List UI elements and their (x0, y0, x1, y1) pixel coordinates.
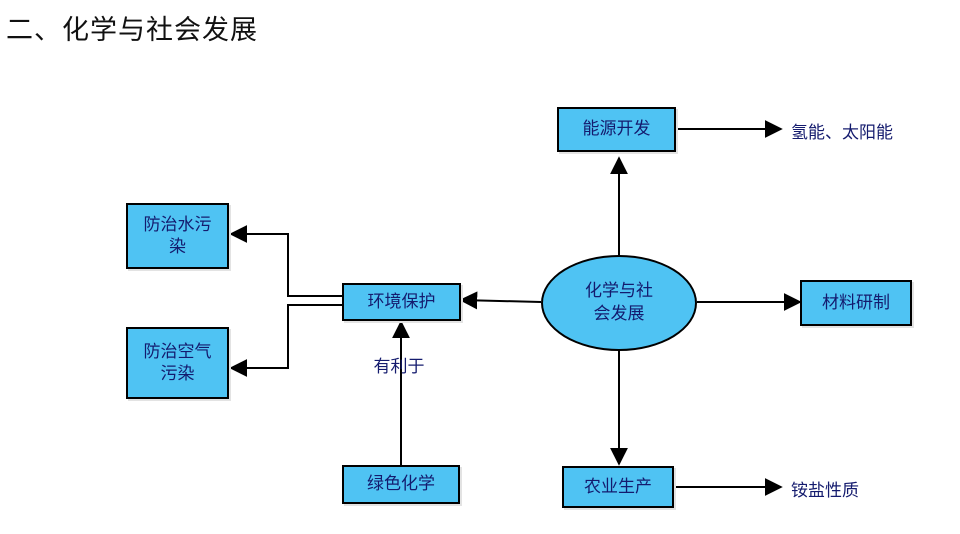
arrow-environment-to-air (229, 304, 342, 377)
edge-label-beneficial: 有利于 (373, 357, 425, 377)
node-agriculture: 农业生产 (562, 466, 674, 508)
label-ammonium-properties: 铵盐性质 (791, 481, 859, 501)
label-hydrogen-solar: 氢能、太阳能 (791, 123, 893, 143)
node-water-pollution-label: 防治水污染 (143, 214, 212, 257)
node-materials-research: 材料研制 (800, 280, 912, 326)
center-label: 化学与社会发展 (585, 281, 653, 324)
node-environmental-protection: 环境保护 (342, 283, 461, 321)
node-energy-development: 能源开发 (557, 107, 676, 152)
node-water-pollution: 防治水污染 (126, 203, 229, 269)
node-center-chemistry-society: 化学与社会发展 (541, 255, 697, 351)
node-green-chemistry: 绿色化学 (342, 465, 460, 504)
node-air-pollution: 防治空气污染 (126, 327, 229, 399)
node-air-pollution-label: 防治空气污染 (143, 341, 212, 384)
arrow-center-to-environment (459, 291, 542, 310)
arrow-environment-to-water (229, 225, 342, 297)
page-heading: 二、化学与社会发展 (6, 15, 258, 46)
